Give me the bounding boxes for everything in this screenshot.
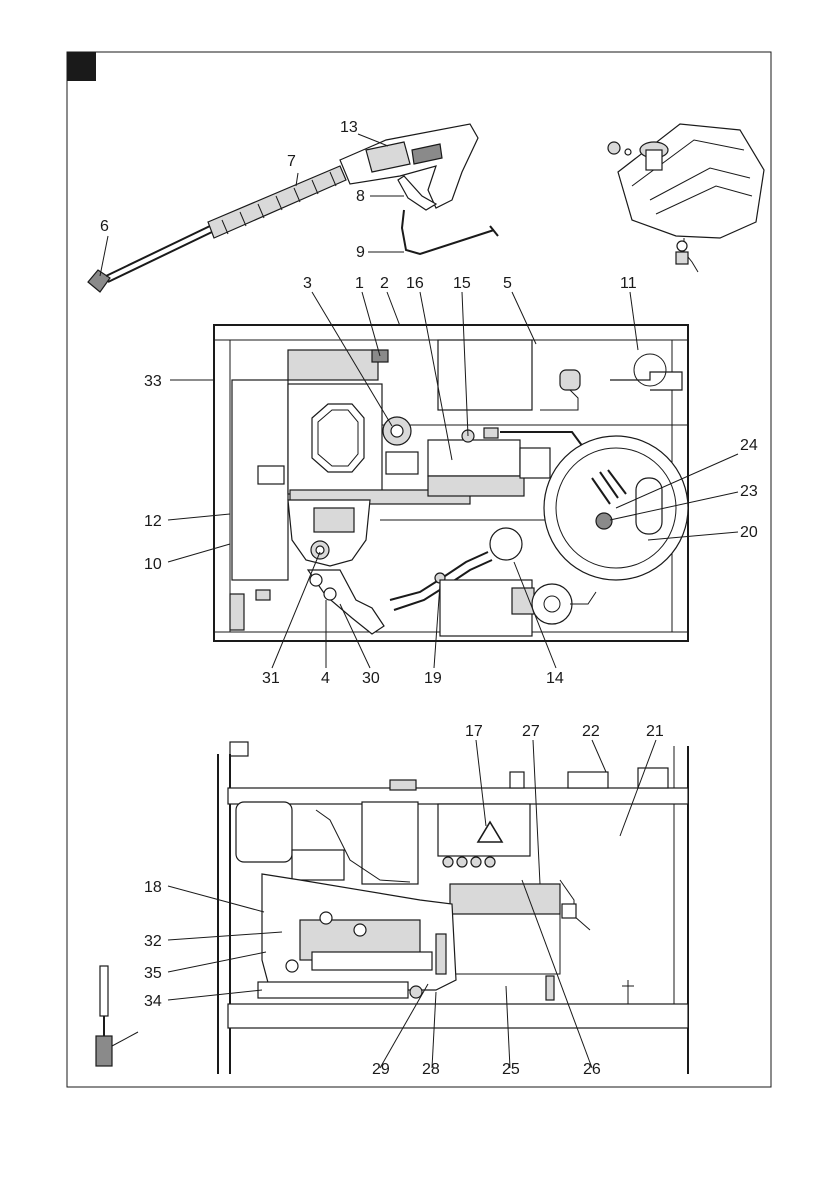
callout-9: 9 — [356, 244, 365, 261]
callout-1: 1 — [355, 275, 364, 292]
spray-gun-drawing — [88, 124, 498, 292]
top-view-drawing — [214, 325, 688, 641]
callout-30: 30 — [362, 670, 380, 687]
callout-20: 20 — [740, 524, 758, 541]
callout-4: 4 — [321, 670, 330, 687]
callout-29: 29 — [372, 1061, 390, 1078]
callout-14: 14 — [546, 670, 564, 687]
callout-15: 15 — [453, 275, 471, 292]
bottom-rail-drawing — [228, 1004, 688, 1028]
nozzle-drawing — [88, 270, 110, 292]
hand-tool-drawing — [100, 966, 108, 1016]
callout-28: 28 — [422, 1061, 440, 1078]
callout-35: 35 — [144, 965, 162, 982]
bottom-view-drawing — [96, 742, 688, 1074]
callout-32: 32 — [144, 933, 162, 950]
callout-33: 33 — [144, 373, 162, 390]
callout-11: 11 — [620, 275, 637, 292]
callout-16: 16 — [406, 275, 424, 292]
pump-head-drawing — [608, 124, 764, 272]
callout-3: 3 — [303, 275, 312, 292]
top-rail-drawing — [228, 788, 688, 804]
callout-27: 27 — [522, 723, 540, 740]
callout-6: 6 — [100, 218, 109, 235]
callout-17: 17 — [465, 723, 483, 740]
hose-drawing — [402, 210, 494, 254]
callout-7: 7 — [287, 153, 296, 170]
callout-23: 23 — [740, 483, 758, 500]
lance-grip-drawing — [208, 166, 346, 238]
callout-26: 26 — [583, 1061, 601, 1078]
callout-34: 34 — [144, 993, 162, 1010]
callout-25: 25 — [502, 1061, 520, 1078]
callout-19: 19 — [424, 670, 442, 687]
callout-8: 8 — [356, 188, 365, 205]
black-square-marker — [67, 52, 96, 81]
callout-5: 5 — [503, 275, 512, 292]
callout-2: 2 — [380, 275, 389, 292]
callout-31: 31 — [262, 670, 280, 687]
callout-10: 10 — [144, 556, 162, 573]
callout-24: 24 — [740, 437, 758, 454]
callout-18: 18 — [144, 879, 162, 896]
callout-13: 13 — [340, 119, 358, 136]
callout-22: 22 — [582, 723, 600, 740]
callout-21: 21 — [646, 723, 664, 740]
callout-12: 12 — [144, 513, 162, 530]
